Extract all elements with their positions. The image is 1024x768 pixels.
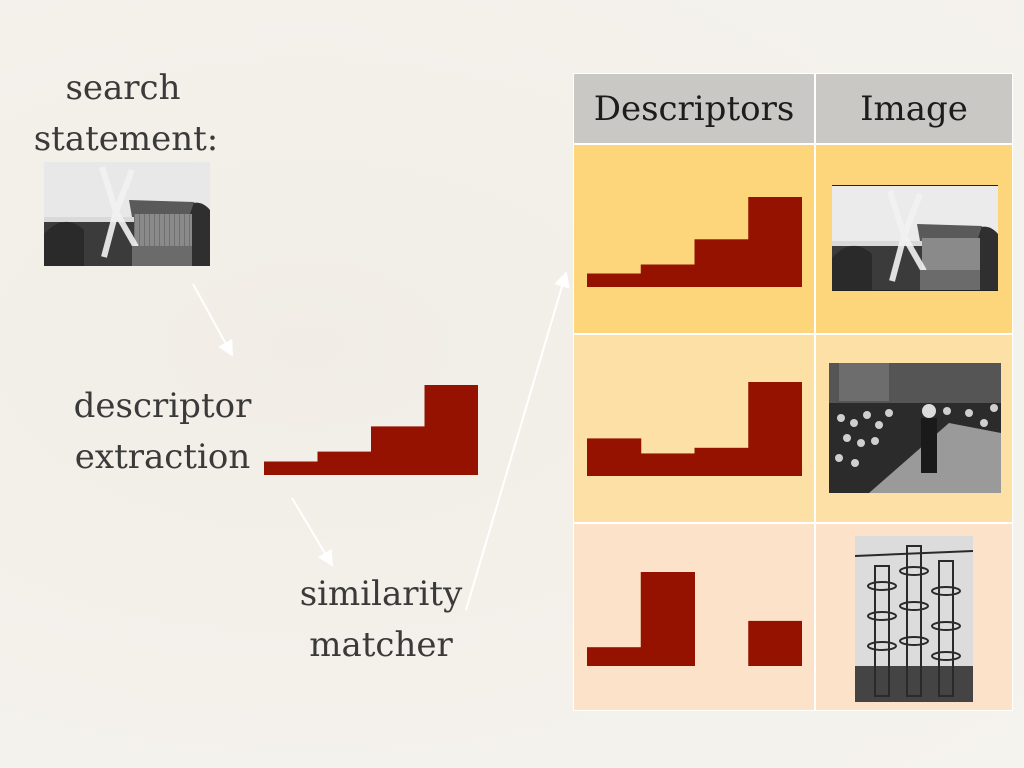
- similarity-label-line1: similarity: [299, 574, 463, 614]
- search-label-line1: search: [65, 68, 181, 108]
- histogram-bar: [587, 273, 642, 287]
- query-descriptor-histogram: [264, 385, 478, 475]
- histogram-bar: [587, 438, 642, 476]
- crowd-photo: [829, 363, 1001, 493]
- image-cell: [816, 335, 1012, 522]
- histogram-bar: [640, 572, 695, 666]
- histogram-bar: [748, 197, 802, 287]
- histogram-bar: [371, 426, 425, 475]
- windmill-image: [44, 162, 210, 266]
- windmill-image: [832, 186, 998, 290]
- arrow-to-table: [465, 271, 570, 611]
- similarity-label-line2: matcher: [309, 625, 453, 665]
- search-statement-label: search statement:: [34, 63, 248, 165]
- histogram-bar: [694, 239, 749, 287]
- image-cell: [816, 524, 1012, 710]
- descriptor-extraction-label: descriptor extraction: [60, 381, 265, 483]
- histogram-bar: [640, 264, 695, 287]
- descriptor-cell: [574, 524, 816, 710]
- histogram-bar: [587, 647, 642, 666]
- descriptor-cell: [574, 145, 816, 333]
- tower-photo: [855, 536, 973, 702]
- descriptor-image-table: Descriptors Image: [573, 73, 1013, 711]
- header-descriptors: Descriptors: [574, 74, 816, 143]
- histogram-bar: [694, 447, 749, 476]
- table-row: [574, 522, 1012, 710]
- similarity-matcher-label: similarity matcher: [283, 569, 479, 671]
- table-row: [574, 143, 1012, 333]
- table-row: [574, 333, 1012, 522]
- image-cell: [816, 145, 1012, 333]
- histogram-bar: [748, 620, 802, 666]
- histogram-bar: [264, 461, 318, 475]
- query-windmill-photo: [44, 162, 210, 266]
- row1-descriptor-histogram: [587, 197, 802, 287]
- arrow-to-descriptor: [192, 283, 233, 357]
- search-label-line2: statement:: [33, 119, 219, 159]
- row2-descriptor-histogram: [587, 382, 802, 476]
- arrow-to-matcher: [291, 497, 334, 567]
- descriptor-label-line1: descriptor: [73, 386, 252, 426]
- windmill-photo: [832, 185, 998, 291]
- histogram-bar: [748, 382, 802, 476]
- row3-descriptor-histogram: [587, 572, 802, 666]
- histogram-bar: [424, 385, 478, 475]
- crowd-image: [829, 363, 1001, 493]
- tower-image: [855, 536, 973, 702]
- descriptor-label-line2: extraction: [74, 437, 251, 477]
- header-image: Image: [816, 74, 1012, 143]
- descriptor-cell: [574, 335, 816, 522]
- histogram-bar: [640, 453, 695, 476]
- histogram-bar: [317, 451, 372, 475]
